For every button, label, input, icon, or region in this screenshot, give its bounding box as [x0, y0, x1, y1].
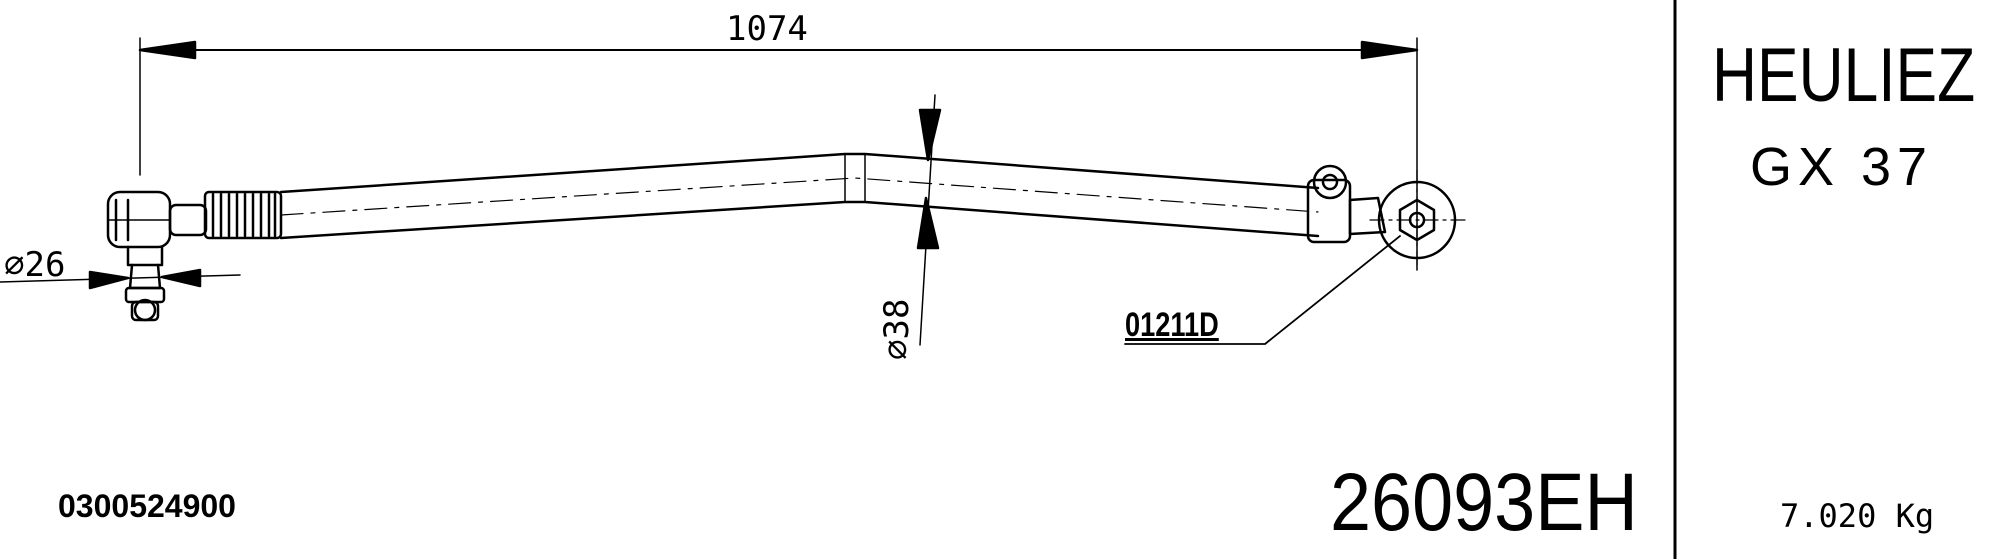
right-clamp: [1306, 164, 1352, 244]
dim38-arrow-bottom: [916, 196, 940, 250]
joint-reference-leader: [1124, 235, 1401, 345]
part-number: 26093EH: [1330, 457, 1638, 548]
dim38-arrow-top: [918, 108, 942, 162]
left-threaded-sleeve: [203, 190, 283, 240]
left-ball-joint: [106, 190, 208, 322]
tube-centerline: [280, 177, 1319, 216]
weight-value: 7.020 Kg: [1780, 497, 1935, 535]
dim26-arrow-b: [160, 268, 202, 288]
joint-reference-label: 01211D: [1125, 306, 1219, 344]
tube-diameter-label: ⌀38: [877, 298, 917, 360]
model-name: GX 37: [1750, 137, 1934, 197]
end-diameter-label: ⌀26: [4, 245, 66, 285]
right-ball-joint: [1348, 169, 1466, 271]
tube-upper-edge: [279, 152, 1320, 194]
dim26-arrow-a: [88, 270, 130, 290]
brand-name: HEULIEZ: [1712, 33, 1976, 118]
tube-lower-edge: [279, 200, 1320, 240]
oem-number: 0300524900: [58, 488, 236, 524]
length-arrow-right: [1360, 40, 1419, 60]
length-dimension-label: 1074: [726, 9, 808, 49]
length-arrow-left: [138, 40, 197, 60]
